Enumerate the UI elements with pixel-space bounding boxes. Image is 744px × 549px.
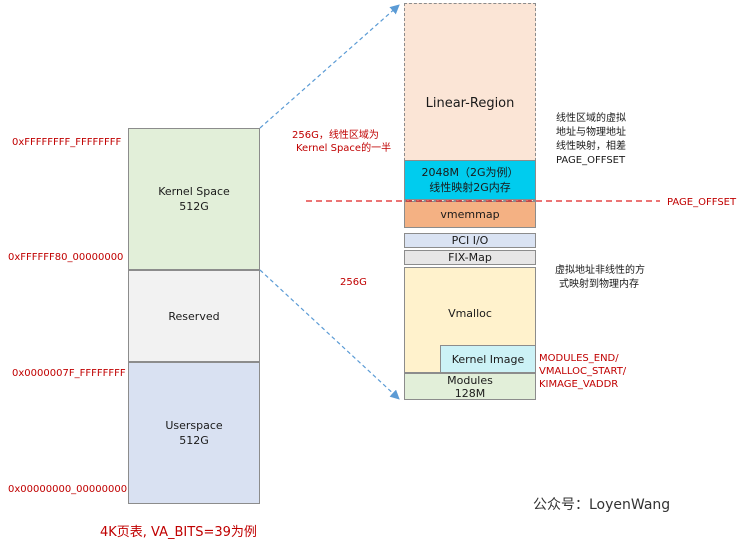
linear-note-line: 地址与物理地址	[556, 127, 626, 138]
annotation-256g: 256G	[340, 277, 367, 288]
kimage-note: MODULES_END/ VMALLOC_START/ KIMAGE_VADDR	[539, 352, 626, 391]
kernel-space-size: 512G	[179, 200, 209, 213]
kernel-space-label: Kernel Space	[158, 185, 230, 198]
kimage-note-line: VMALLOC_START/	[539, 366, 627, 377]
modules-label: Modules	[447, 373, 493, 387]
userspace-block: Userspace 512G	[128, 362, 260, 504]
pci-io-label: PCI I/O	[451, 234, 489, 247]
reserved-label: Reserved	[168, 309, 220, 323]
annotation-256g-half: 256G，线性区域为 Kernel Space的一半	[292, 129, 391, 155]
linear-region-label: Linear-Region	[425, 96, 515, 111]
userspace-size: 512G	[179, 434, 209, 447]
linear-map-block: 2048M（2G为例） 线性映射2G内存	[404, 160, 536, 200]
linear-note-line: 线性区域的虚拟	[556, 113, 626, 124]
caption: 4K页表, VA_BITS=39为例	[100, 525, 257, 540]
modules-size: 128M	[454, 386, 486, 400]
modules-block: Modules 128M	[404, 373, 536, 400]
address-kernel-bottom: 0xFFFFFF80_00000000	[8, 252, 124, 263]
reserved-block: Reserved	[128, 270, 260, 362]
bottom-mapping-arrow	[259, 269, 400, 400]
address-top: 0xFFFFFFFF_FFFFFFFF	[12, 137, 122, 148]
annotation-256g-half-line2: Kernel Space的一半	[296, 143, 392, 154]
kimage-note-line: KIMAGE_VADDR	[539, 379, 619, 390]
vmalloc-note-line: 虚拟地址非线性的方	[555, 265, 645, 276]
vmalloc-note-line: 式映射到物理内存	[559, 279, 639, 290]
kernel-image-label: Kernel Image	[451, 352, 525, 366]
fix-map-label: FIX-Map	[448, 251, 492, 264]
page-offset-label: PAGE_OFFSET	[667, 197, 737, 208]
vmemmap-label: vmemmap	[440, 208, 500, 221]
address-user-top: 0x0000007F_FFFFFFFF	[12, 368, 126, 379]
linear-map-desc: 线性映射2G内存	[429, 181, 511, 194]
annotation-256g-half-line1: 256G，线性区域为	[292, 130, 379, 141]
vmemmap-block: vmemmap	[404, 201, 536, 228]
vmalloc-note: 虚拟地址非线性的方 式映射到物理内存	[555, 264, 645, 292]
linear-region-note: 线性区域的虚拟 地址与物理地址 线性映射，相差 PAGE_OFFSET	[556, 112, 626, 168]
watermark: 公众号：LoyenWang	[533, 497, 671, 513]
address-bottom: 0x00000000_00000000	[8, 484, 128, 495]
linear-note-line: PAGE_OFFSET	[556, 155, 626, 166]
fix-map-block: FIX-Map	[404, 250, 536, 265]
linear-map-size: 2048M（2G为例）	[421, 166, 519, 179]
top-mapping-arrow	[259, 4, 400, 129]
linear-note-line: 线性映射，相差	[556, 141, 626, 152]
userspace-label: Userspace	[165, 419, 223, 432]
kernel-space-block: Kernel Space 512G	[128, 128, 260, 270]
pci-io-block: PCI I/O	[404, 233, 536, 248]
vmalloc-label: Vmalloc	[448, 307, 492, 320]
kernel-image-block: Kernel Image	[440, 345, 536, 373]
kimage-note-line: MODULES_END/	[539, 353, 619, 364]
